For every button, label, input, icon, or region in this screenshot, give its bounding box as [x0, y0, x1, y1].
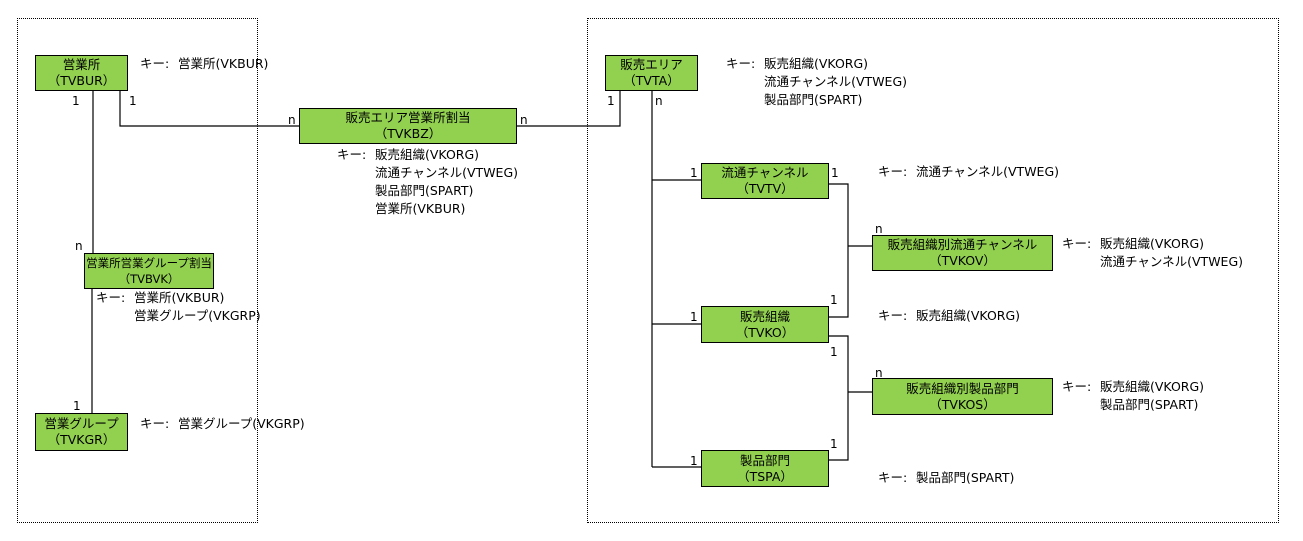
- entity-name: 製品部門: [739, 452, 790, 468]
- key-field: 営業所(VKBUR): [375, 201, 466, 216]
- key-label: キー:: [337, 147, 367, 162]
- line-tvkbz-tvta: [516, 90, 621, 127]
- entity-name: 販売組織別流通チャンネル: [887, 237, 1038, 252]
- entity-tvbvk[interactable]: 営業所営業グループ割当 （TVBVK）: [84, 253, 214, 289]
- entity-table: （TVTV）: [736, 181, 794, 196]
- key-field: 流通チャンネル(VTWEG): [764, 74, 908, 89]
- entity-name: 販売エリア営業所割当: [345, 110, 471, 125]
- key-label: キー:: [1062, 379, 1092, 394]
- key-tvta: キー: 販売組織(VKORG) 流通チャンネル(VTWEG) 製品部門(SPART…: [726, 55, 907, 109]
- key-field: 販売組織(VKORG): [1100, 236, 1205, 251]
- key-field: 流通チャンネル(VTWEG): [1100, 254, 1244, 269]
- cardinality-label: 1: [831, 166, 839, 180]
- key-field: 営業所(VKBUR): [134, 290, 225, 305]
- key-label: キー:: [878, 308, 908, 323]
- key-tvkov: キー: 販売組織(VKORG) 流通チャンネル(VTWEG): [1062, 235, 1243, 271]
- key-label: キー:: [140, 56, 170, 71]
- key-label: キー:: [96, 290, 126, 305]
- entity-tvkos[interactable]: 販売組織別製品部門 （TVKOS）: [872, 378, 1053, 415]
- line-tvtv-tvko: [828, 183, 849, 318]
- sales-area-container: [587, 18, 1279, 523]
- key-label: キー:: [1062, 236, 1092, 251]
- cardinality-label: 1: [830, 437, 838, 451]
- key-field: 営業グループ(VKGRP): [178, 416, 305, 431]
- cardinality-label: 1: [72, 94, 80, 108]
- cardinality-label: 1: [830, 293, 838, 307]
- cardinality-label: 1: [690, 310, 698, 324]
- key-field: 製品部門(SPART): [1100, 397, 1199, 412]
- entity-table: （TVKGR）: [47, 432, 116, 447]
- key-field: 製品部門(SPART): [764, 92, 863, 107]
- entity-name: 営業所営業グループ割当: [86, 256, 212, 270]
- entity-table: （TVKOV）: [929, 253, 996, 268]
- cardinality-label: 1: [690, 166, 698, 180]
- entity-name: 販売組織: [739, 308, 790, 324]
- cardinality-label: n: [655, 94, 663, 108]
- key-tvkos: キー: 販売組織(VKORG) 製品部門(SPART): [1062, 378, 1204, 414]
- sales-office-group-container: [17, 18, 258, 523]
- key-tvbur: キー: 営業所(VKBUR): [140, 55, 268, 73]
- entity-tvkbz[interactable]: 販売エリア営業所割当 （TVKBZ）: [299, 108, 517, 144]
- entity-name: 販売組織別製品部門: [906, 380, 1019, 396]
- entity-tvkgr[interactable]: 営業グループ （TVKGR）: [35, 413, 128, 451]
- cardinality-label: n: [75, 239, 83, 253]
- key-field: 流通チャンネル(VTWEG): [916, 164, 1060, 179]
- entity-tvtv[interactable]: 流通チャンネル （TVTV）: [701, 163, 829, 199]
- cardinality-label: 1: [129, 94, 137, 108]
- entity-name: 販売エリア: [620, 57, 683, 72]
- entity-name: 営業グループ: [44, 416, 119, 431]
- cardinality-label: 1: [607, 94, 615, 108]
- key-field: 販売組織(VKORG): [764, 56, 869, 71]
- key-field: 販売組織(VKORG): [916, 308, 1021, 323]
- entity-table: （TVKBZ）: [374, 126, 442, 141]
- entity-table: （TVTA）: [623, 73, 680, 88]
- key-field: 販売組織(VKORG): [375, 147, 480, 162]
- key-label: キー:: [140, 416, 170, 431]
- entity-tvbur[interactable]: 営業所 （TVBUR）: [35, 55, 128, 91]
- key-label: キー:: [878, 470, 908, 485]
- cardinality-label: 1: [830, 345, 838, 359]
- entity-tvkov[interactable]: 販売組織別流通チャンネル （TVKOV）: [872, 235, 1053, 271]
- key-field: 販売組織(VKORG): [1100, 379, 1205, 394]
- key-field: 製品部門(SPART): [375, 183, 474, 198]
- key-tvbvk: キー: 営業所(VKBUR) 営業グループ(VKGRP): [96, 289, 261, 325]
- cardinality-label: n: [875, 366, 883, 380]
- cardinality-label: n: [520, 113, 528, 127]
- entity-table: （TVKOS）: [929, 396, 996, 412]
- key-field: 営業所(VKBUR): [178, 56, 269, 71]
- key-field: 流通チャンネル(VTWEG): [375, 165, 519, 180]
- entity-name: 流通チャンネル: [721, 165, 809, 180]
- entity-table: （TVBUR）: [47, 73, 116, 88]
- key-tspa: キー: 製品部門(SPART): [878, 469, 1014, 487]
- entity-table: （TSPA）: [737, 468, 793, 484]
- cardinality-label: 1: [73, 399, 81, 413]
- key-label: キー:: [878, 164, 908, 179]
- entity-tvta[interactable]: 販売エリア （TVTA）: [605, 55, 698, 91]
- cardinality-label: 1: [690, 454, 698, 468]
- key-label: キー:: [726, 56, 756, 71]
- key-tvko: キー: 販売組織(VKORG): [878, 307, 1020, 325]
- key-field: 製品部門(SPART): [916, 470, 1015, 485]
- entity-table: （TVKO）: [735, 324, 795, 340]
- cardinality-label: n: [875, 222, 883, 236]
- key-tvkbz: キー: 販売組織(VKORG) 流通チャンネル(VTWEG) 製品部門(SPART…: [337, 146, 518, 218]
- line-tvko-tspa: [828, 335, 849, 461]
- entity-table: （TVBVK）: [118, 272, 180, 286]
- entity-name: 営業所: [62, 57, 101, 72]
- key-tvkgr: キー: 営業グループ(VKGRP): [140, 415, 305, 433]
- entity-tvko[interactable]: 販売組織 （TVKO）: [701, 306, 829, 343]
- line-tvbur-tvkbz: [119, 90, 300, 127]
- key-field: 営業グループ(VKGRP): [134, 308, 261, 323]
- key-tvtv: キー: 流通チャンネル(VTWEG): [878, 163, 1059, 181]
- cardinality-label: n: [288, 113, 296, 127]
- entity-tspa[interactable]: 製品部門 （TSPA）: [701, 450, 829, 487]
